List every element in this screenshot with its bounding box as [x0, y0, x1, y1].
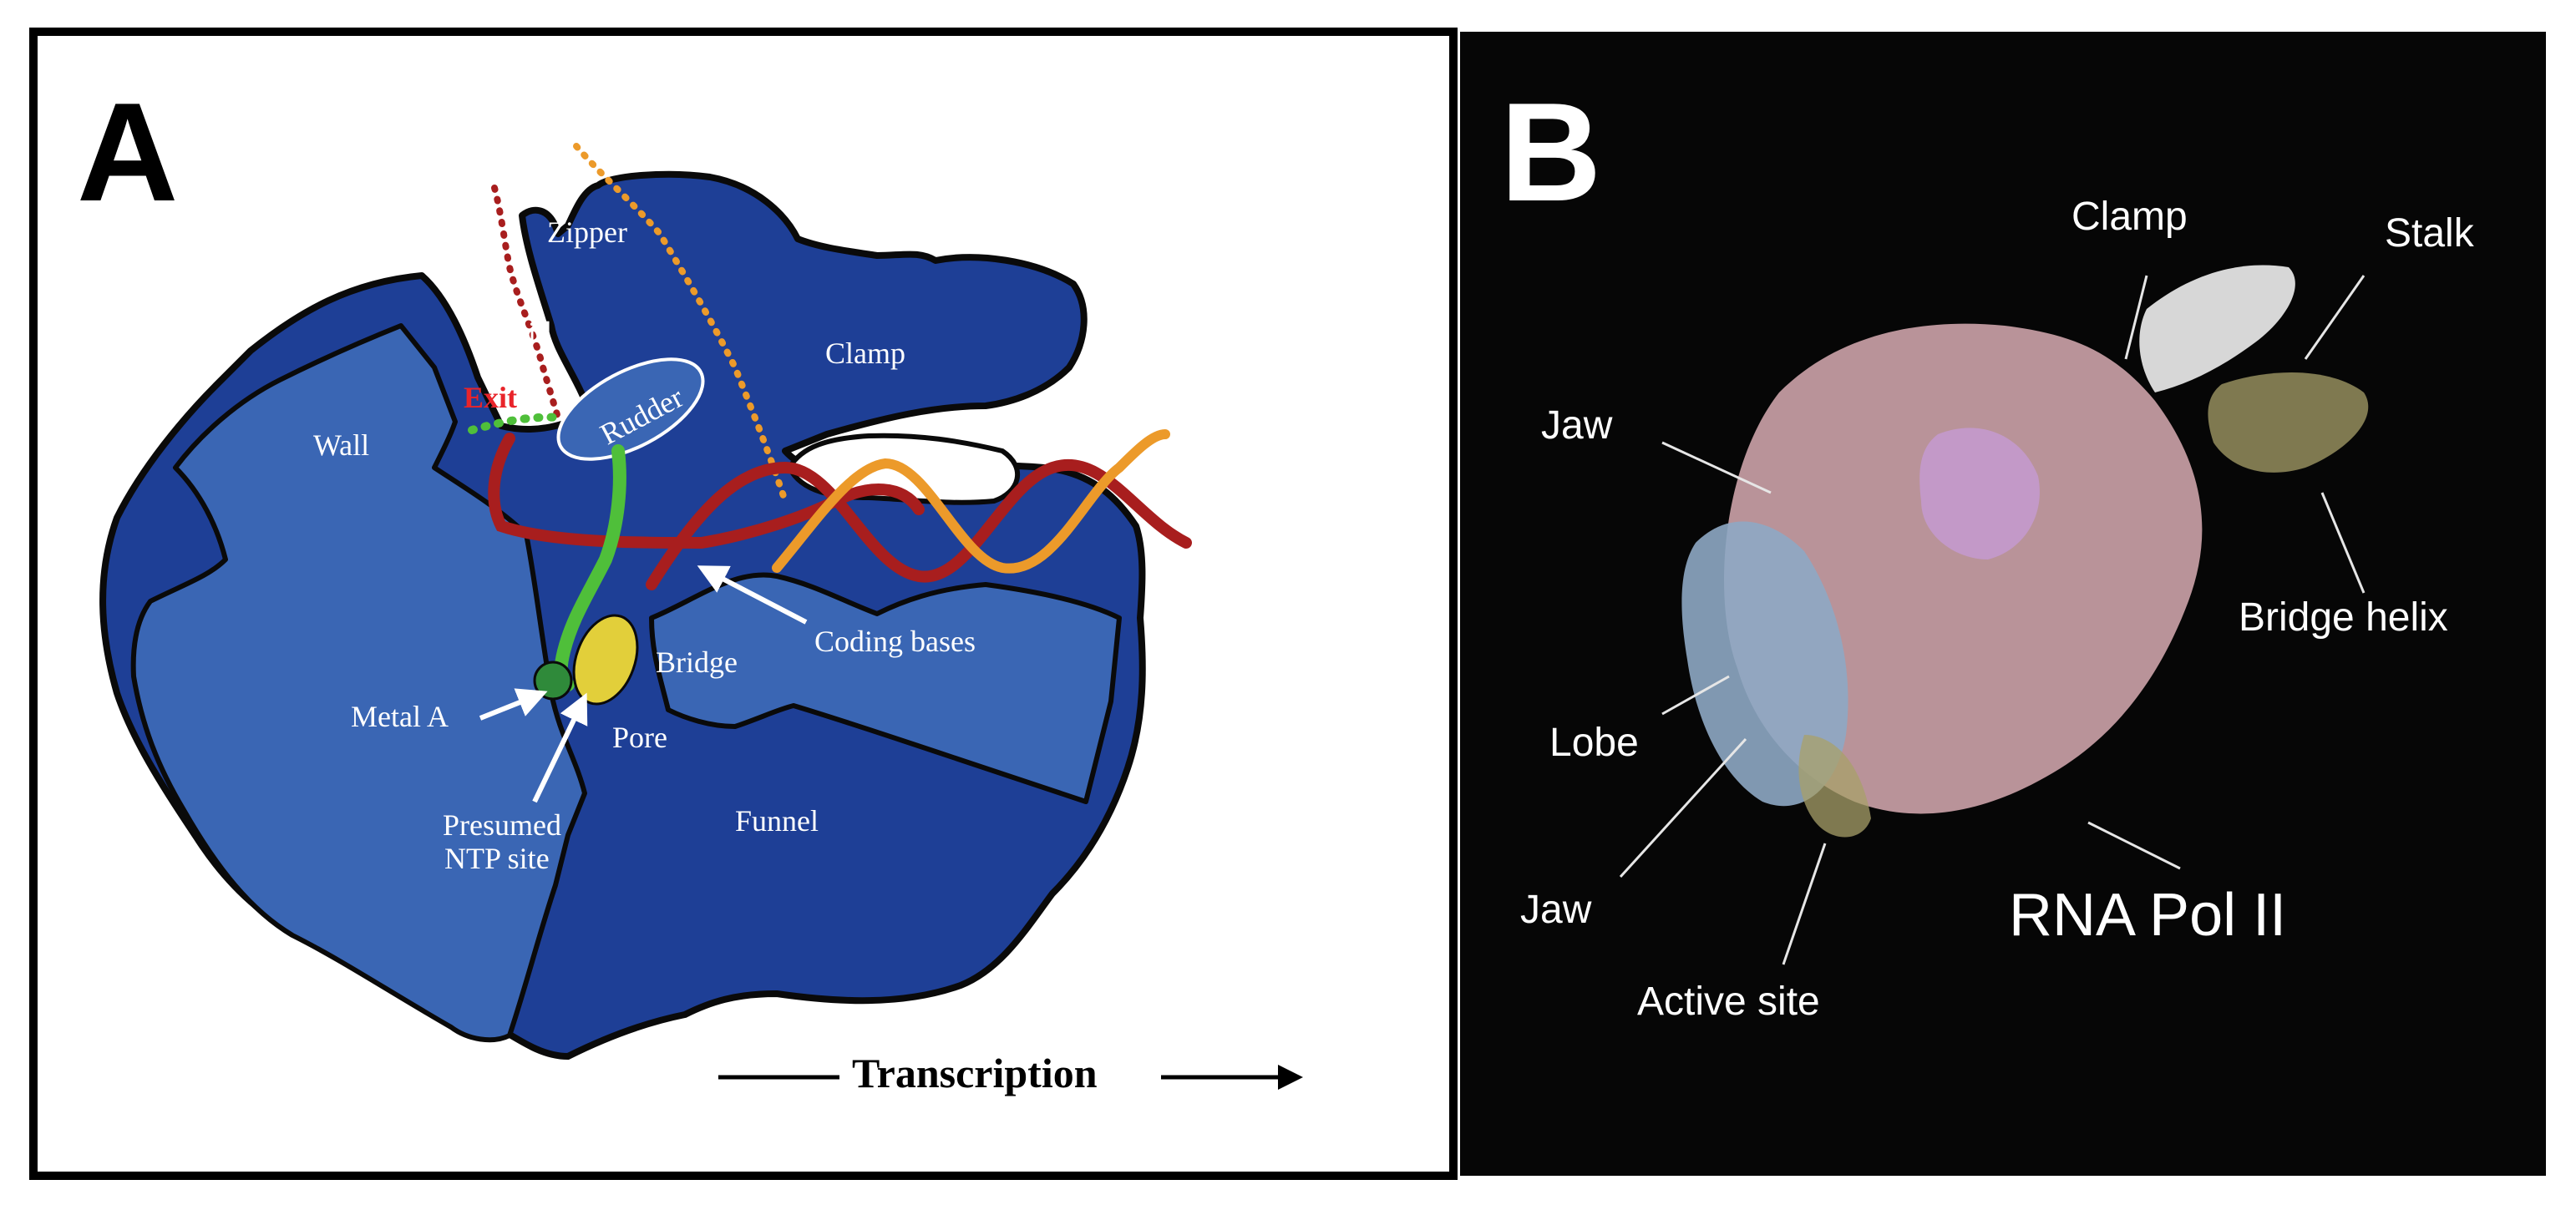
structure-olive [2208, 372, 2369, 473]
b-label-rna-pol: RNA Pol II [2009, 882, 2286, 949]
leader-jaw-top [1661, 441, 1772, 494]
panel-a-letter: A [77, 73, 178, 230]
structure-white-stalk [2139, 265, 2295, 392]
dna-nontemplate-strand [772, 429, 1170, 574]
rna-exit-dotted [491, 185, 561, 421]
label-pore: Pore [612, 721, 667, 754]
rna-pol-ii-structure [1681, 265, 2369, 838]
leader-stalk [2304, 275, 2366, 360]
label-wall: Wall [313, 428, 369, 462]
label-lid: Lid [510, 316, 551, 349]
leader-active-site [1782, 843, 1827, 965]
label-funnel: Funnel [735, 804, 819, 838]
b-label-active-site: Active site [1637, 980, 1820, 1024]
label-bridge: Bridge [656, 646, 738, 679]
label-metal-a: Metal A [351, 700, 449, 733]
b-label-jaw-top: Jaw [1541, 403, 1613, 448]
leader-clamp [2124, 275, 2148, 360]
panel-b-letter: B [1500, 73, 1601, 230]
b-label-stalk: Stalk [2385, 211, 2475, 256]
b-label-lobe: Lobe [1549, 721, 1639, 765]
panel-b: B Clamp Stalk Jaw Bridge helix Lobe Jaw … [1460, 32, 2546, 1176]
wall-domain [130, 323, 587, 1043]
label-transcription: Transcription [852, 1050, 1098, 1096]
label-zipper: Zipper [547, 215, 627, 249]
bridge-domain [649, 572, 1122, 804]
exit-dotted-green [468, 413, 564, 434]
ntp-arrow [532, 692, 588, 803]
structure-blue [1681, 521, 1848, 807]
b-label-jaw-bottom: Jaw [1520, 888, 1592, 932]
label-presumed-line1: Presumed [443, 808, 561, 842]
structure-olive-lower [1798, 735, 1871, 838]
rudder-shape [556, 357, 705, 461]
leader-bridge-helix [2320, 492, 2366, 594]
panel-a: A Zipper Lid [29, 28, 1458, 1180]
leader-jaw-bottom [1619, 737, 1747, 878]
b-label-clamp: Clamp [2071, 195, 2188, 239]
label-coding-bases: Coding bases [814, 625, 976, 658]
rna-strand [488, 433, 925, 549]
dna-nontemplate-dotted [573, 143, 789, 504]
label-clamp: Clamp [825, 337, 905, 370]
dna-template-strand [646, 458, 1192, 590]
label-exit: Exit [464, 381, 517, 414]
leader-rna-pol [2087, 821, 2181, 870]
b-label-bridge-helix: Bridge helix [2239, 595, 2448, 640]
coding-bases-arrow [697, 565, 808, 625]
structure-violet [1919, 428, 2040, 559]
label-presumed-line2: NTP site [444, 842, 550, 875]
leader-lobe [1661, 675, 1730, 716]
ntp-site [572, 614, 639, 706]
metal-a-arrow [479, 688, 548, 721]
